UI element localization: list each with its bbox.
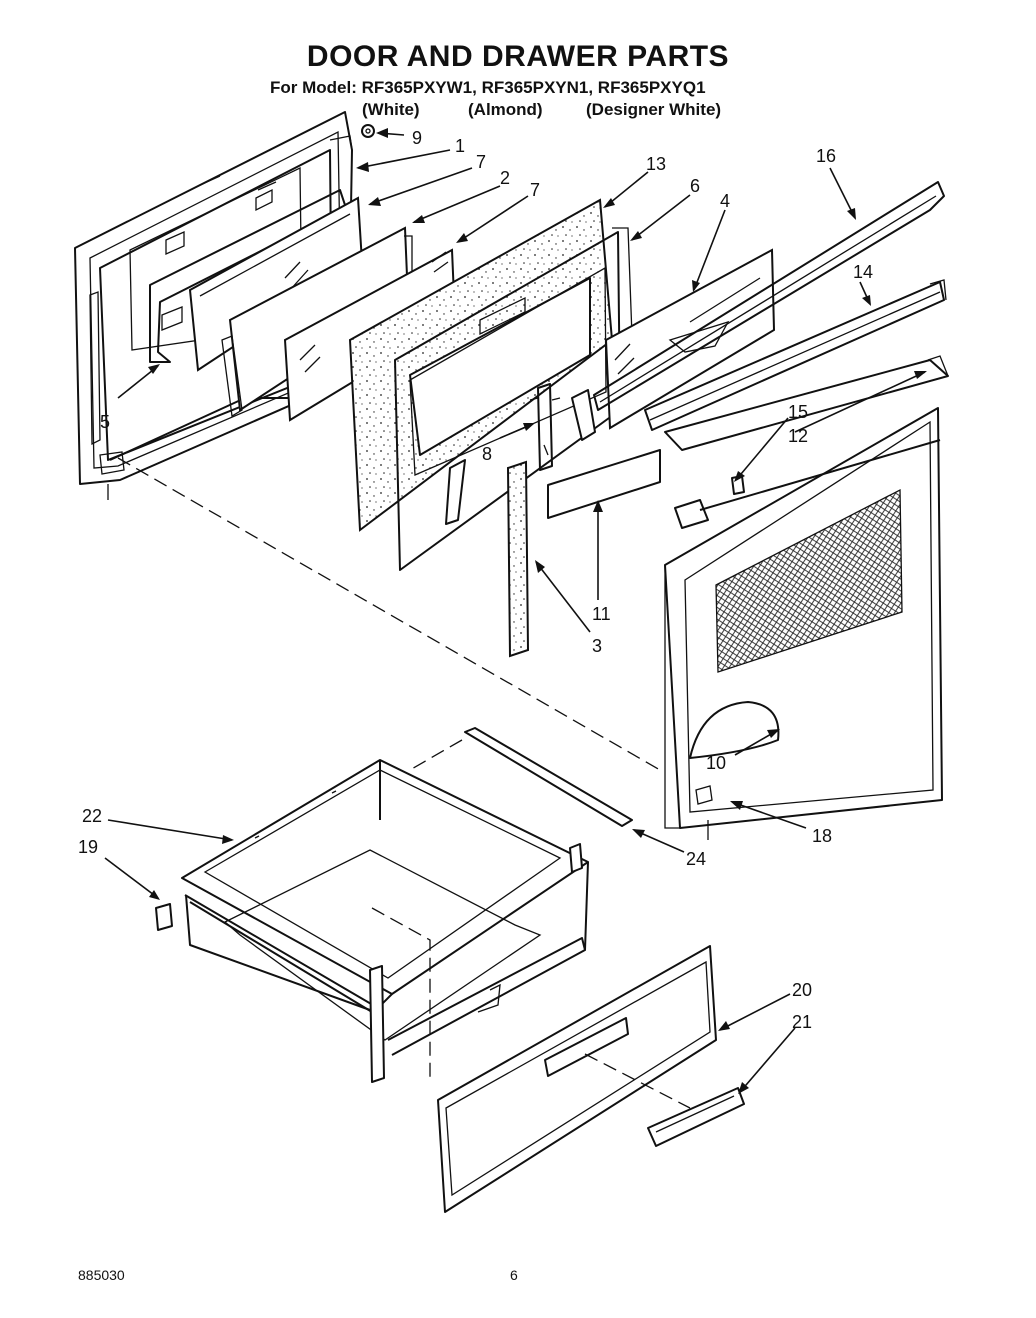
variant-almond: (Almond)	[468, 100, 543, 119]
callout-leaders	[104, 128, 927, 1094]
door-side-strip	[506, 460, 530, 658]
document-number: 885030	[78, 1267, 125, 1283]
callout-6: 6	[690, 176, 700, 196]
drawer-handle-insert	[647, 1087, 745, 1147]
drawer-side-clip	[155, 903, 173, 931]
callout-12: 12	[788, 426, 808, 446]
page-number: 6	[510, 1267, 518, 1283]
callout-15: 15	[788, 402, 808, 422]
callout-labels: 9 1 7 2 7 13 6 16 4 14 5 8 15 12 11 3 10…	[78, 128, 873, 1032]
drawer-body	[181, 759, 589, 1083]
callout-5: 5	[100, 412, 110, 432]
callout-24: 24	[686, 849, 706, 869]
vent-trim	[547, 449, 661, 519]
callout-13: 13	[646, 154, 666, 174]
callout-3: 3	[592, 636, 602, 656]
callout-22: 22	[82, 806, 102, 826]
callout-7-lower: 7	[530, 180, 540, 200]
model-numbers: For Model: RF365PXYW1, RF365PXYN1, RF365…	[270, 78, 706, 97]
door-handle	[644, 279, 947, 431]
callout-9: 9	[412, 128, 422, 148]
lower-front-panel	[664, 407, 943, 840]
callout-19: 19	[78, 837, 98, 857]
screw	[361, 124, 375, 138]
callout-16: 16	[816, 146, 836, 166]
callout-11: 11	[592, 604, 611, 624]
drawer-front-panel	[437, 945, 717, 1213]
callout-8: 8	[482, 444, 492, 464]
page-title: DOOR AND DRAWER PARTS	[306, 40, 730, 73]
door-insulation	[348, 198, 614, 532]
callout-7-upper: 7	[476, 152, 486, 172]
door-gasket-frame	[149, 189, 347, 363]
callout-1: 1	[455, 136, 465, 156]
callout-4: 4	[720, 191, 730, 211]
callout-10: 10	[706, 753, 726, 773]
callout-20: 20	[792, 980, 812, 1000]
outer-glass-panel	[604, 248, 776, 430]
drawer-slide-rail	[464, 727, 633, 827]
door-top-trim	[593, 181, 945, 411]
callout-14: 14	[853, 262, 873, 282]
door-latch	[529, 383, 561, 471]
callout-2: 2	[500, 168, 510, 188]
callout-18: 18	[812, 826, 832, 846]
variant-white: (White)	[362, 100, 420, 119]
callout-21: 21	[792, 1012, 812, 1032]
variant-designer-white: (Designer White)	[586, 100, 722, 119]
alignment-lines	[117, 457, 691, 1109]
